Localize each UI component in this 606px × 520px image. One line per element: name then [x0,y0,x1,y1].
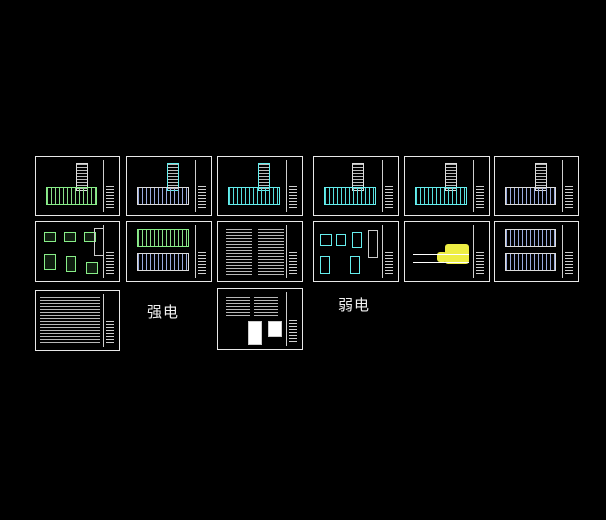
system-diagram [226,297,250,317]
floor-plan [505,187,556,205]
title-block [103,294,116,347]
title-block [382,225,395,278]
drawing-sheet-r1c6[interactable] [494,156,579,216]
weak-power-label: 弱电 [338,296,371,314]
drawing-sheet-r2c5[interactable] [404,221,490,282]
design-notes [40,297,100,343]
floor-plan [505,229,556,247]
floor-plan [46,187,97,205]
floor-plan [137,253,189,271]
panel-box [248,321,262,345]
floor-plan [324,187,376,205]
drawing-sheet-r1c5[interactable] [404,156,490,216]
detail-view [320,234,332,246]
title-block [103,160,116,212]
highlight-area [437,252,447,262]
title-block [473,160,486,212]
floor-plan [137,229,189,247]
title-block [382,160,395,212]
title-block [286,292,299,346]
drawing-sheet-r2c1[interactable] [35,221,120,282]
title-block [286,225,299,278]
panel-box [268,321,282,337]
detail-view [368,230,378,258]
detail-view [66,256,76,272]
detail-view [44,232,56,242]
drawing-sheet-r3c1[interactable] [35,290,120,351]
title-block [195,160,208,212]
title-block [286,160,299,212]
schedule-table [226,229,252,277]
title-block [562,160,575,212]
drawing-sheet-r2c4[interactable] [313,221,399,282]
detail-view [350,256,360,274]
detail-view [86,262,98,274]
drawing-sheet-r1c1[interactable] [35,156,120,216]
drawing-sheet-r2c3[interactable] [217,221,303,282]
drawing-sheet-r1c2[interactable] [126,156,212,216]
detail-view [84,232,96,242]
floor-plan [505,253,556,271]
strong-power-label: 强电 [147,303,180,321]
title-block [195,225,208,278]
baseline [413,254,469,255]
baseline [413,262,469,263]
floor-plan [137,187,189,205]
schedule-table [258,229,284,277]
drawing-sheet-r2c2[interactable] [126,221,212,282]
detail-view [352,232,362,248]
floor-plan [228,187,280,205]
detail-view [44,254,56,270]
detail-view [320,256,330,274]
floor-plan [415,187,467,205]
title-block [103,225,116,278]
drawing-sheet-r1c3[interactable] [217,156,303,216]
title-block [473,225,486,278]
drawing-sheet-r3c3[interactable] [217,288,303,350]
system-diagram [254,297,278,317]
detail-view [336,234,346,246]
title-block [562,225,575,278]
drawing-sheet-r2c6[interactable] [494,221,579,282]
detail-view [64,232,76,242]
drawing-sheet-r1c4[interactable] [313,156,399,216]
